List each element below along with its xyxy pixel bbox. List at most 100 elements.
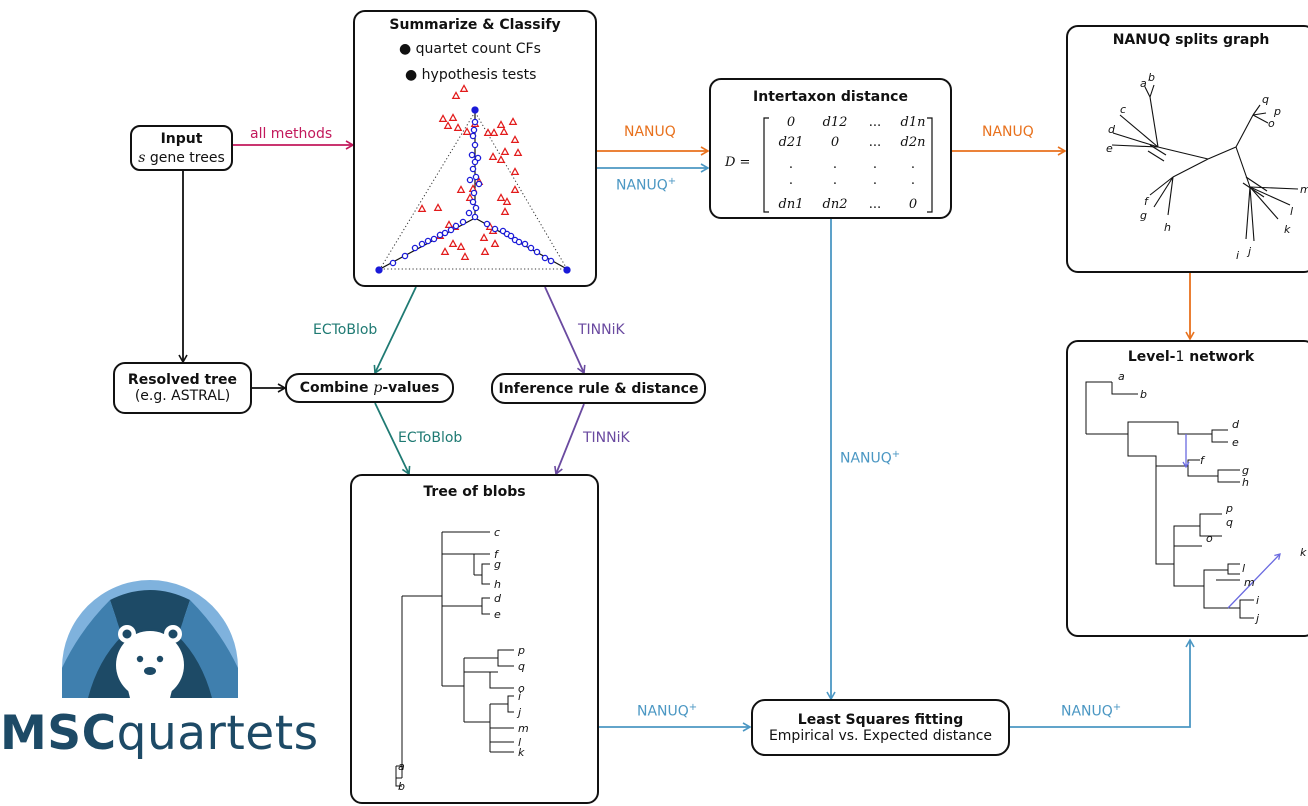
hypothesis-marker	[490, 239, 500, 247]
split-leaf-j	[1249, 186, 1255, 242]
hypothesis-marker	[462, 127, 472, 135]
least-squares-box: Least Squares fitting Empirical vs. Expe…	[751, 699, 1010, 756]
label-tinnik-lower: TINNiK	[583, 430, 630, 446]
input-subtitle: s gene trees	[138, 150, 225, 166]
quartet-cf-point	[515, 238, 523, 246]
matrix-cell: .	[789, 173, 793, 188]
quartet-cf-point	[469, 165, 477, 173]
quartet-cf-point	[465, 209, 473, 217]
blob-leaf-g: g	[494, 558, 501, 571]
split-leaf-e: e	[1106, 142, 1113, 155]
hypothesis-marker	[479, 233, 489, 241]
blob-leaf-c: c	[494, 526, 500, 539]
matrix-cell: dn2	[823, 197, 848, 212]
label-all-methods: all methods	[250, 126, 333, 142]
distance-title: Intertaxon distance	[753, 89, 908, 105]
blob-leaf-h: h	[494, 578, 501, 591]
simplex-triangle	[379, 111, 568, 270]
quartet-cf-point	[389, 259, 397, 267]
blob-leaf-e: e	[494, 608, 501, 621]
label-nanuq-splits: NANUQ	[982, 124, 1034, 140]
hypothesis-marker	[500, 207, 510, 215]
hypothesis-marker	[433, 203, 443, 211]
matrix-cell: .	[911, 173, 915, 188]
simplex-plot	[375, 84, 571, 274]
net-leaf-o-edge	[1173, 545, 1202, 564]
splits-network: abcdefghijklmopq	[1106, 71, 1308, 262]
split-edge-fgh	[1172, 158, 1209, 178]
blob-root-arm	[402, 595, 442, 597]
net-leaf-i: i	[1256, 594, 1259, 607]
hypothesis-marker	[513, 148, 523, 156]
split-edge-ijklm	[1235, 146, 1251, 188]
hypothesis-marker	[480, 247, 490, 255]
hypothesis-marker	[489, 128, 499, 136]
quartet-cf-point	[459, 218, 467, 226]
split-leaf-b	[1149, 84, 1155, 98]
resolved-subtitle: (e.g. ASTRAL)	[134, 388, 231, 404]
hypothesis-marker	[488, 152, 498, 160]
quartet-cf-point	[471, 141, 479, 149]
net-cluster-fgh	[1127, 434, 1218, 477]
hypothesis-marker	[460, 252, 470, 260]
net-leaf-d: d	[1232, 418, 1240, 431]
net-leaf-p: p	[1225, 502, 1233, 515]
quartet-cf-point	[472, 204, 480, 212]
matrix-cell: .	[833, 157, 837, 172]
matrix-cell: 0	[909, 197, 917, 212]
net-leaf-h: h	[1242, 476, 1249, 489]
matrix-right-bracket	[927, 117, 933, 213]
split-leaf-m: m	[1300, 183, 1308, 196]
blob-leaf-b: b	[398, 780, 405, 793]
bullet-hypothesis-tests: ● hypothesis tests	[405, 67, 537, 83]
blob-cluster-de	[442, 597, 490, 615]
hypothesis-marker	[496, 120, 506, 128]
blobs-title: Tree of blobs	[423, 484, 526, 500]
net-leaf-o: o	[1206, 532, 1213, 545]
quartet-cf-point	[471, 106, 479, 114]
net-cluster-gh	[1217, 469, 1240, 483]
net-leaf-k: k	[1300, 546, 1307, 559]
net-leaf-b: b	[1140, 388, 1147, 401]
hypothesis-marker	[510, 185, 520, 193]
hypothesis-marker	[440, 247, 450, 255]
quartet-cf-point	[547, 257, 555, 265]
level1-title: Level-1 network	[1127, 349, 1255, 365]
quartet-cf-point	[491, 225, 499, 233]
label-nanuqplus-blobs: NANUQ+	[637, 702, 698, 720]
blob-leaf-k: k	[518, 746, 525, 759]
quartet-cf-point	[527, 244, 535, 252]
net-leaf-j: j	[1254, 612, 1260, 625]
label-ectoblob-lower: ECToBlob	[398, 430, 463, 446]
split-leaf-h: h	[1164, 221, 1171, 234]
quartet-cf-points	[375, 106, 571, 274]
split-leaf-k: k	[1284, 223, 1291, 236]
blob-leaf-f: f	[494, 548, 500, 561]
hypothesis-marker	[459, 84, 469, 92]
matrix-cell: 0	[831, 135, 839, 150]
split-leaf-m	[1249, 186, 1299, 190]
blob-leaf-a: a	[398, 760, 405, 773]
quartet-cf-point	[471, 158, 479, 166]
arrow-lsq-to-level1	[1010, 638, 1195, 728]
split-leaf-l	[1249, 186, 1291, 206]
quartet-cf-point	[521, 240, 529, 248]
arrow-summarize-to-inference	[544, 286, 586, 375]
quartet-cf-point	[470, 189, 478, 197]
split-leaf-j: j	[1246, 245, 1252, 258]
net-leaf-a: a	[1118, 370, 1125, 383]
blob-edge-o	[464, 671, 514, 689]
net-leaf-q: q	[1226, 516, 1233, 529]
blob-cluster-pq	[464, 649, 514, 667]
quartet-cf-point	[483, 220, 491, 228]
matrix-cell: .	[873, 173, 877, 188]
arrow-combine-to-blobs	[374, 402, 411, 476]
matrix-cell: d12	[823, 115, 848, 130]
msc-logo-icon	[62, 580, 238, 699]
bullet-quartet-cfs: ● quartet count CFs	[399, 41, 541, 57]
split-leaf-e	[1111, 144, 1159, 148]
quartet-cf-point	[469, 198, 477, 206]
hypothesis-marker	[508, 117, 518, 125]
hypothesis-marker	[510, 167, 520, 175]
